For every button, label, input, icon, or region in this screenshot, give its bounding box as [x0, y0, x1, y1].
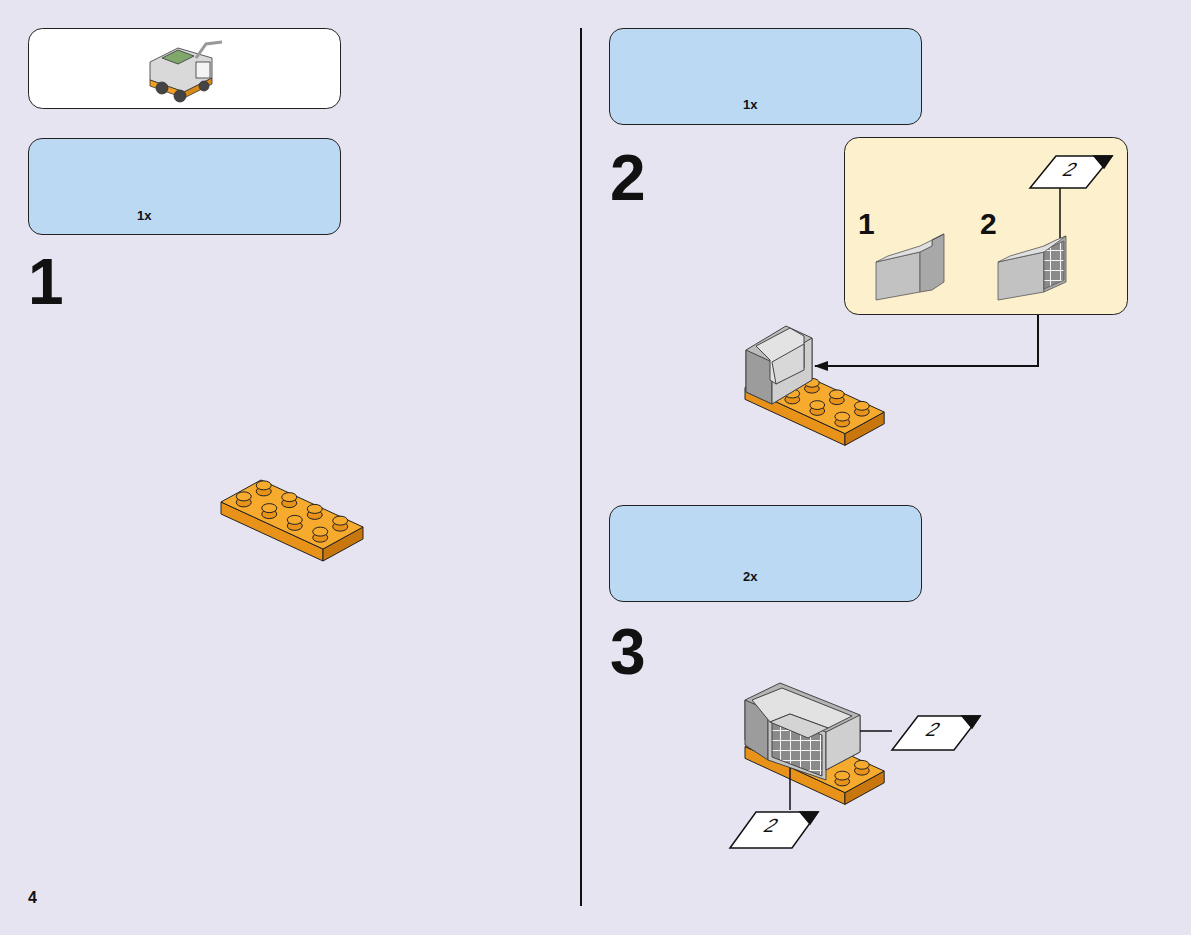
callout-number: 2 — [980, 207, 997, 241]
step-number: 2 — [610, 146, 646, 210]
sticker-leader — [1059, 188, 1061, 238]
part-count: 1x — [743, 97, 757, 112]
parts-panel: 2x — [609, 505, 922, 602]
part-count: 2x — [743, 569, 757, 584]
step-number: 3 — [610, 620, 646, 684]
callout-box: 12 — [844, 137, 1128, 315]
plates — [136, 152, 884, 804]
orange-plate — [221, 480, 363, 561]
page-number: 4 — [28, 890, 37, 906]
bracket-piece-sticker — [998, 236, 1066, 300]
bracket-piece — [876, 234, 944, 300]
divider — [580, 28, 582, 906]
sticker-leader — [789, 768, 791, 810]
parts-panel: 1x — [609, 28, 922, 125]
vehicle-icon — [150, 42, 222, 102]
armchair — [746, 326, 812, 404]
submodel-box — [29, 29, 341, 109]
parts-panel: 1x — [28, 138, 341, 235]
sofa — [745, 683, 860, 780]
sticker-icons — [730, 156, 1112, 848]
callout-arrow — [815, 315, 1038, 366]
callout-number: 1 — [858, 207, 875, 241]
step-number: 1 — [28, 250, 64, 314]
callout-frame — [845, 138, 1128, 315]
part-count: 1x — [137, 208, 151, 223]
sticker-leader — [860, 730, 892, 732]
